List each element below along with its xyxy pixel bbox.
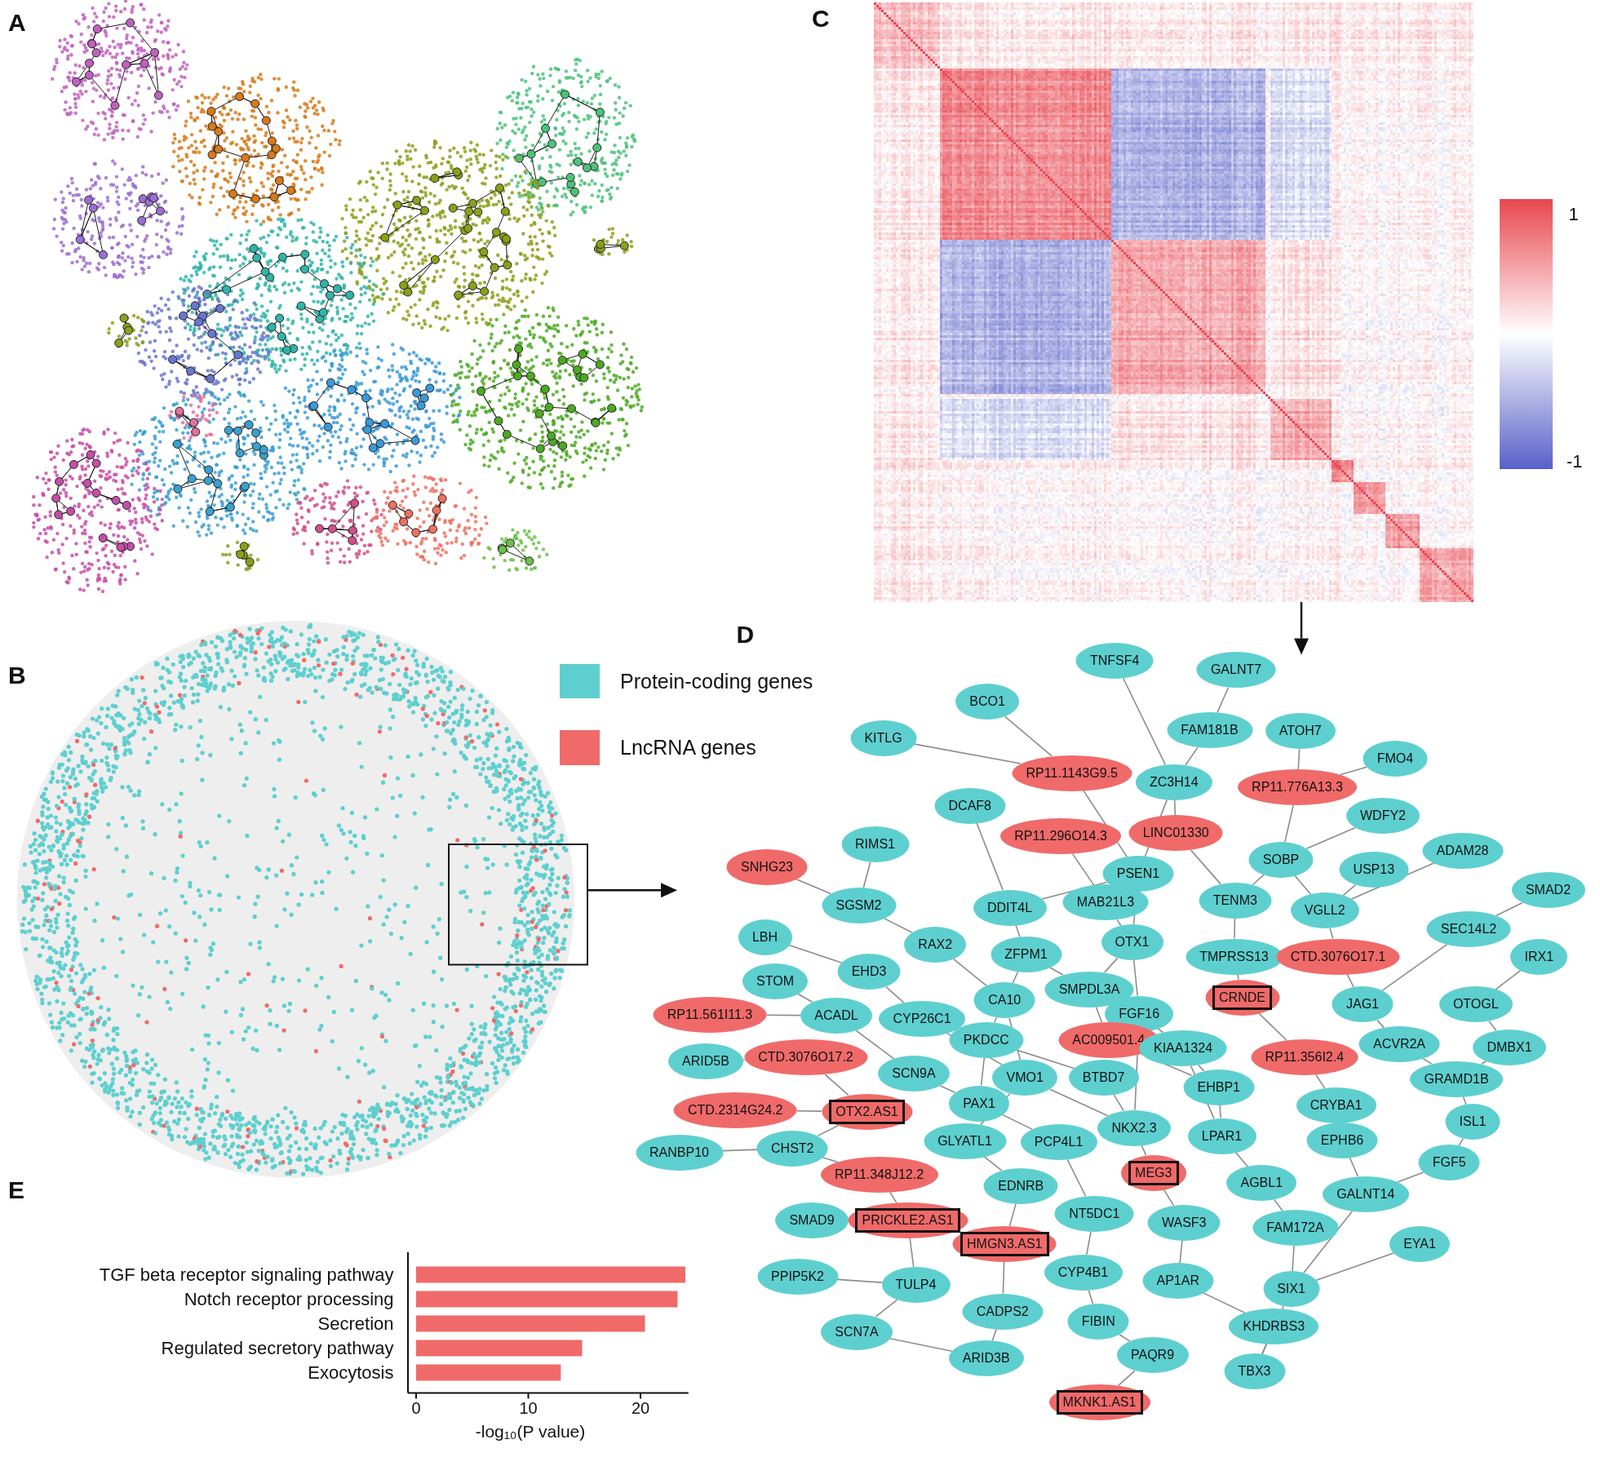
figure: {"diagram":{ "nodes":[ {"text":["TNFSF4"… <box>0 0 1600 1457</box>
